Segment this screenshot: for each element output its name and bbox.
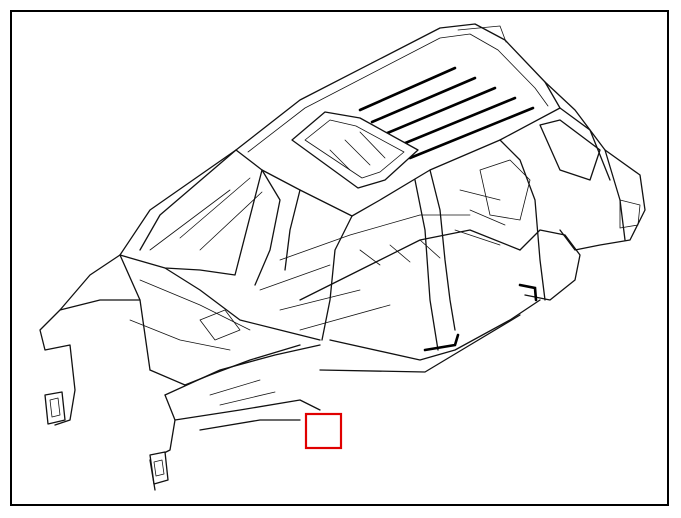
floor-and-sill [259,214,541,373]
a-pillar-windshield-frame [119,149,353,341]
sunroof-opening [291,111,419,189]
front-structure [39,254,321,426]
roof-panel [235,23,561,217]
front-lower-rail [149,344,321,491]
highlight-box [304,412,343,450]
rear-quarter-panel [519,149,646,301]
